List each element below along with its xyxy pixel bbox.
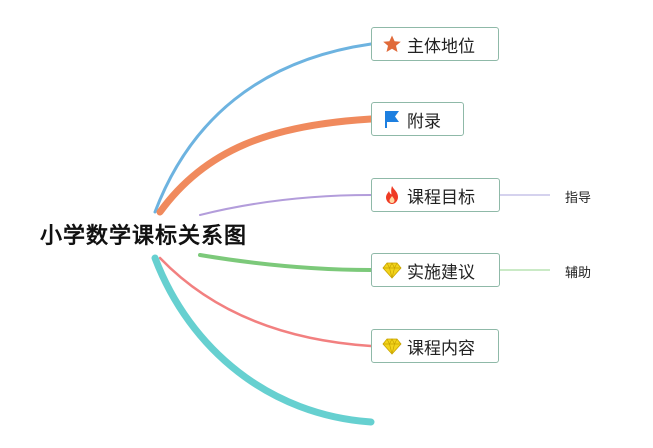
subtopic-zhidao[interactable]: 指导 xyxy=(565,191,592,206)
topic-zhuti-diwei[interactable]: 主体地位 xyxy=(371,27,499,61)
branch-line-zhuti-diwei xyxy=(153,42,373,214)
topic-shishi-jianyi[interactable]: 实施建议 xyxy=(371,253,500,287)
diamond-icon xyxy=(382,336,402,356)
branch-line-shishi-jianyi xyxy=(198,253,373,272)
topic-label: 实施建议 xyxy=(407,262,475,283)
topic-kecheng-mubiao[interactable]: 课程目标 xyxy=(371,178,500,212)
branch-line-fulu xyxy=(156,115,375,216)
branch-line-extra xyxy=(151,254,375,426)
branch-line-kecheng-neirong xyxy=(158,256,373,348)
flag-icon xyxy=(382,109,402,129)
topic-label: 主体地位 xyxy=(407,36,475,57)
subtopic-fuzhu[interactable]: 辅助 xyxy=(565,266,592,281)
diamond-icon xyxy=(382,260,402,280)
topic-label: 课程内容 xyxy=(407,338,475,359)
root-topic[interactable]: 小学数学课标关系图 xyxy=(40,224,248,249)
topic-label: 附录 xyxy=(407,111,441,132)
star-icon xyxy=(382,34,402,54)
topic-label: 课程目标 xyxy=(407,187,475,208)
branch-line-kecheng-mubiao xyxy=(199,194,372,216)
topic-fulu[interactable]: 附录 xyxy=(371,102,464,136)
fire-icon xyxy=(382,185,402,205)
topic-kecheng-neirong[interactable]: 课程内容 xyxy=(371,329,499,363)
